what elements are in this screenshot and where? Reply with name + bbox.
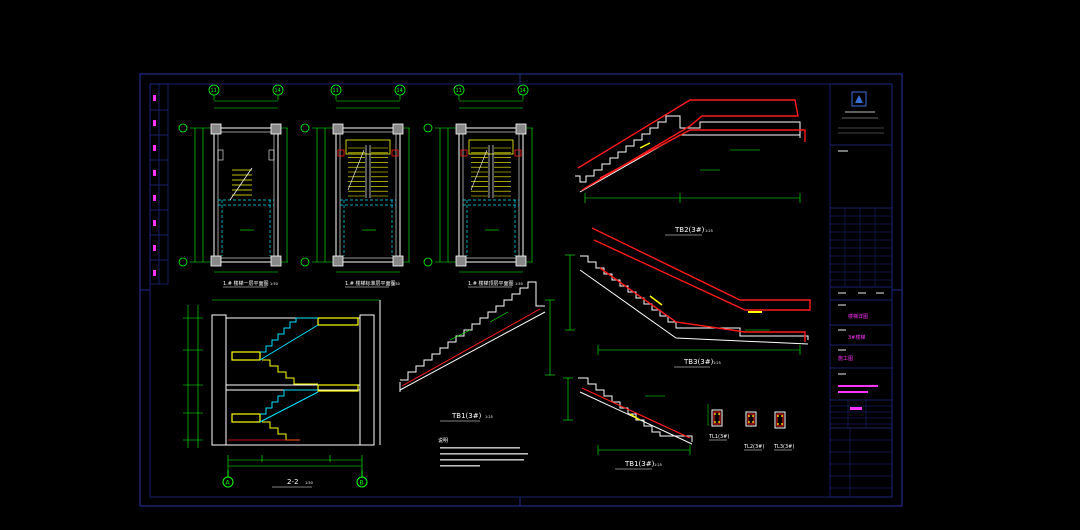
plan-1-axis-bubble-bottom	[178, 257, 188, 267]
company-logo-icon	[838, 91, 884, 134]
beam-title-3: TL3(3#)	[773, 444, 794, 450]
plan-1-axis-bubble-top	[178, 123, 188, 133]
plan-1-title: 1.# 楼梯一层平面图	[223, 280, 269, 287]
drawing-frame-outer	[139, 73, 903, 507]
title-block	[829, 83, 893, 498]
section-title: 2-2	[287, 478, 298, 486]
plan-3-grid-bubble-left	[453, 84, 465, 96]
detail-tb2: TB2(3#) 1:25	[575, 99, 806, 236]
plan-2-axis-bubble-top	[300, 123, 310, 133]
plan-1-grid-bubble-right	[272, 84, 284, 96]
plan-1-grid-right: 14	[275, 88, 281, 94]
detail-title-tb2: TB2(3#)	[674, 226, 705, 234]
plan-3-grid-left: 11	[456, 88, 462, 94]
detail-scale-tb2: 1:25	[705, 229, 713, 233]
beam-sections: TL1(3#) TL2(3#) TL3(3#)	[707, 404, 794, 451]
plan-3-grid-bubble-right	[517, 84, 529, 96]
notes-block: 说明	[438, 437, 528, 467]
plan-2-grid-bubble-right	[394, 84, 406, 96]
plan-2-grid-bubble-left	[330, 84, 342, 96]
plan-2-title: 1.# 楼梯标准层平面图	[345, 280, 396, 287]
beam-title-1: TL1(3#)	[708, 434, 729, 440]
notes-title: 说明	[438, 437, 448, 444]
section-flight-upper	[260, 317, 318, 353]
plan-2-scale: 1:50	[392, 282, 400, 286]
plan-3-scale: 1:50	[515, 282, 523, 286]
section-2-2: A B 2-2 1:50	[183, 299, 381, 488]
detail-title-tb3: TB3(3#)	[683, 358, 714, 366]
detail-tb3: TB3(3#) 1:25	[565, 227, 811, 368]
plan-3-axis-bubble-bottom	[423, 257, 433, 267]
plan-2-axis-bubble-bottom	[300, 257, 310, 267]
detail-scale-tb1-center: 1:25	[485, 415, 493, 419]
section-scale: 1:50	[305, 481, 313, 485]
title-block-drawing: 3#楼梯	[848, 334, 865, 341]
detail-tb1-center: TB1(3#) 1:25	[399, 281, 555, 422]
plan-3-title: 1.# 楼梯顶层平面图	[468, 280, 514, 287]
detail-scale-tb3: 1:25	[713, 361, 721, 365]
section-flight-lower	[260, 389, 318, 415]
drawing-frame-inner	[149, 83, 893, 498]
detail-title-tb1-center: TB1(3#)	[451, 412, 482, 420]
plan-1-grid-bubble-left	[208, 84, 220, 96]
plan-3-axis-bubble-top	[423, 123, 433, 133]
detail-scale-tb1-right: 1:25	[654, 463, 662, 467]
section-grid-left: A	[226, 480, 231, 487]
plan-2-grid-right: 14	[397, 88, 403, 94]
binding-strip	[149, 83, 169, 285]
detail-title-tb1-right: TB1(3#)	[624, 460, 655, 468]
beam-title-2: TL2(3#)	[743, 444, 764, 450]
title-block-stage: 施工图	[838, 355, 853, 362]
plan-1-grid-left: 11	[211, 88, 217, 94]
plan-1-scale: 1:50	[270, 282, 278, 286]
title-block-project: 楼梯详图	[848, 313, 868, 320]
plan-3-grid-right: 14	[520, 88, 526, 94]
detail-tb1-right: TB1(3#) 1:25	[563, 377, 693, 470]
plan-2-grid-left: 11	[333, 88, 339, 94]
section-grid-right: B	[360, 480, 364, 487]
